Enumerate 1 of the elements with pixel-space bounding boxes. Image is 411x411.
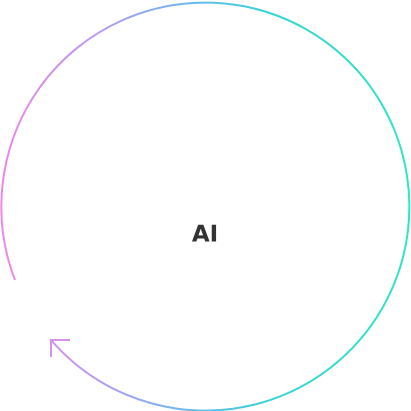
center-label: AI [192, 222, 218, 248]
